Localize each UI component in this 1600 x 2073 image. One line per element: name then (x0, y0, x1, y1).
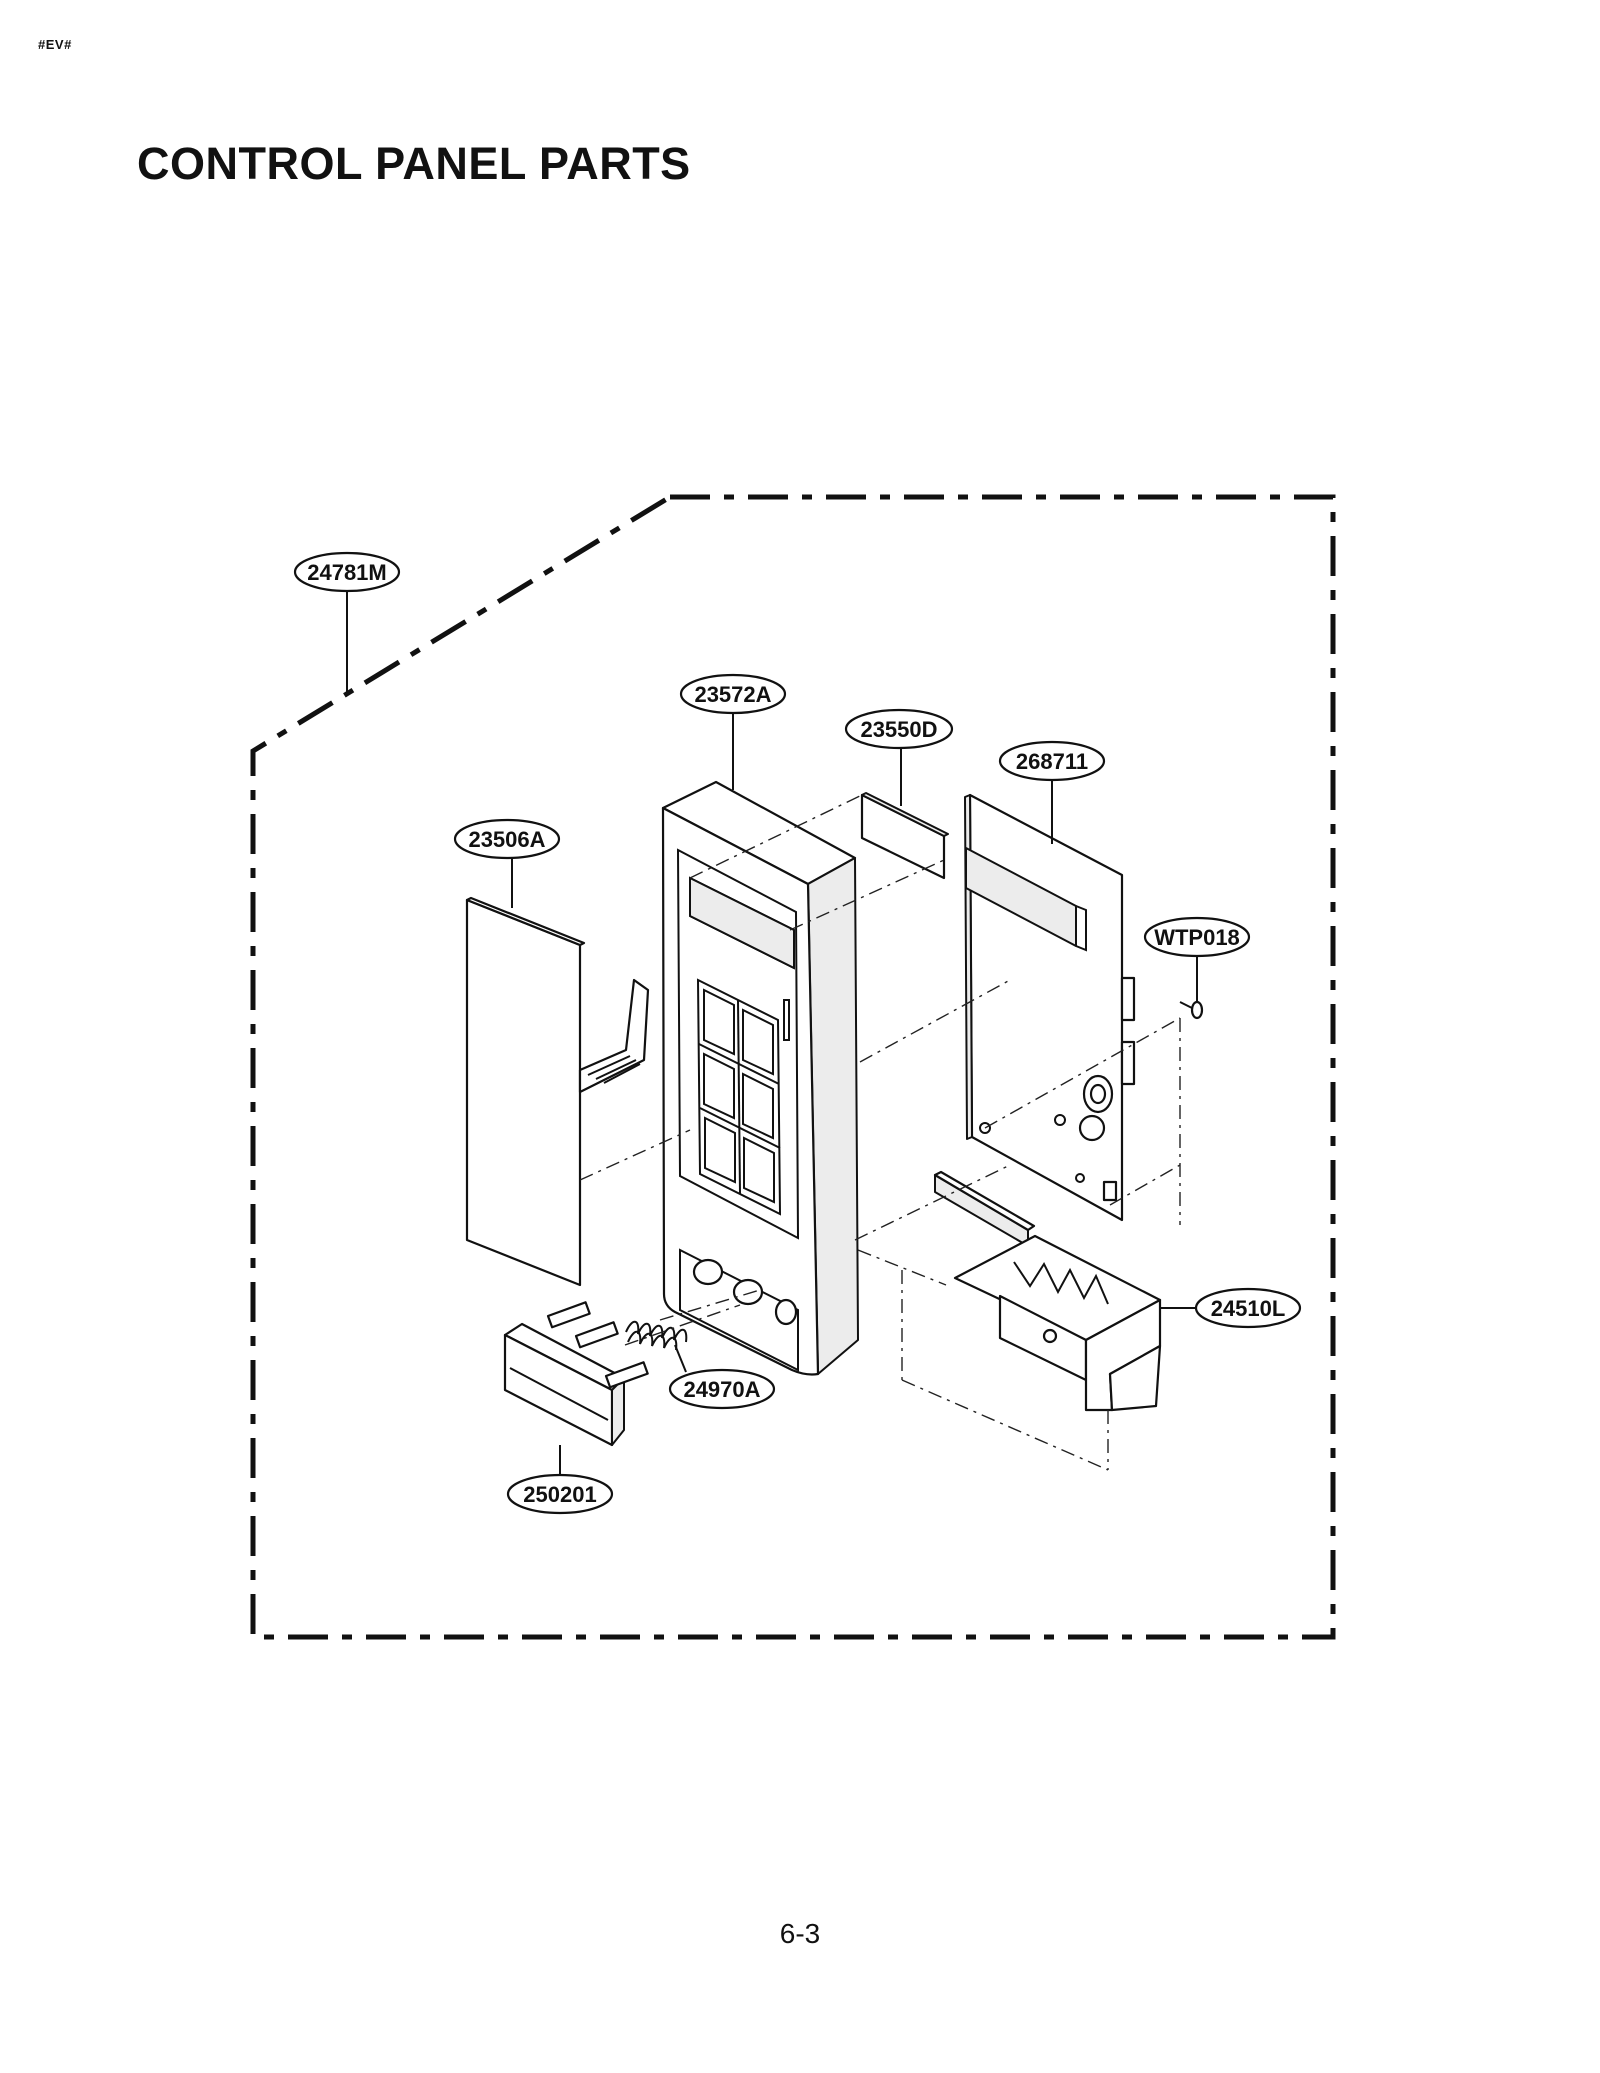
key-sheet-part (465, 896, 650, 1287)
assembly-boundary (250, 494, 1336, 1640)
callout-pcb: 268711 (998, 740, 1106, 782)
callout-assembly-label: 24781M (307, 560, 387, 585)
callout-door-button: 250201 (506, 1473, 614, 1515)
callout-latch-lever-label: 24510L (1211, 1296, 1286, 1321)
callout-door-button-label: 250201 (523, 1482, 596, 1507)
callout-display-window: 23550D (844, 708, 954, 750)
callout-frame: 23572A (679, 673, 787, 715)
callout-screw: WTP018 (1143, 916, 1251, 958)
screw-part (1179, 1000, 1204, 1020)
latch-lever-part (933, 1170, 1162, 1412)
callout-pcb-label: 268711 (1016, 749, 1088, 774)
leader-lines (346, 590, 1198, 1476)
document-code: #EV# (38, 37, 72, 52)
pcb-part (964, 793, 1136, 1222)
callout-key-sheet: 23506A (453, 818, 561, 860)
spring-part (625, 1320, 688, 1351)
callout-spring-label: 24970A (683, 1377, 760, 1402)
display-window-part (860, 792, 949, 880)
control-frame-part (661, 780, 859, 1376)
callout-spring: 24970A (668, 1368, 776, 1410)
callout-screw-label: WTP018 (1154, 925, 1240, 950)
callout-key-sheet-label: 23506A (468, 827, 545, 852)
callout-frame-label: 23572A (694, 682, 771, 707)
callout-latch-lever: 24510L (1194, 1287, 1302, 1329)
page-number: 6-3 (779, 1918, 821, 1949)
callout-display-window-label: 23550D (860, 717, 937, 742)
alignment-lines (579, 792, 1181, 1471)
door-button-part (503, 1301, 649, 1447)
page-title: CONTROL PANEL PARTS (137, 138, 691, 189)
callout-assembly: 24781M (293, 551, 401, 593)
